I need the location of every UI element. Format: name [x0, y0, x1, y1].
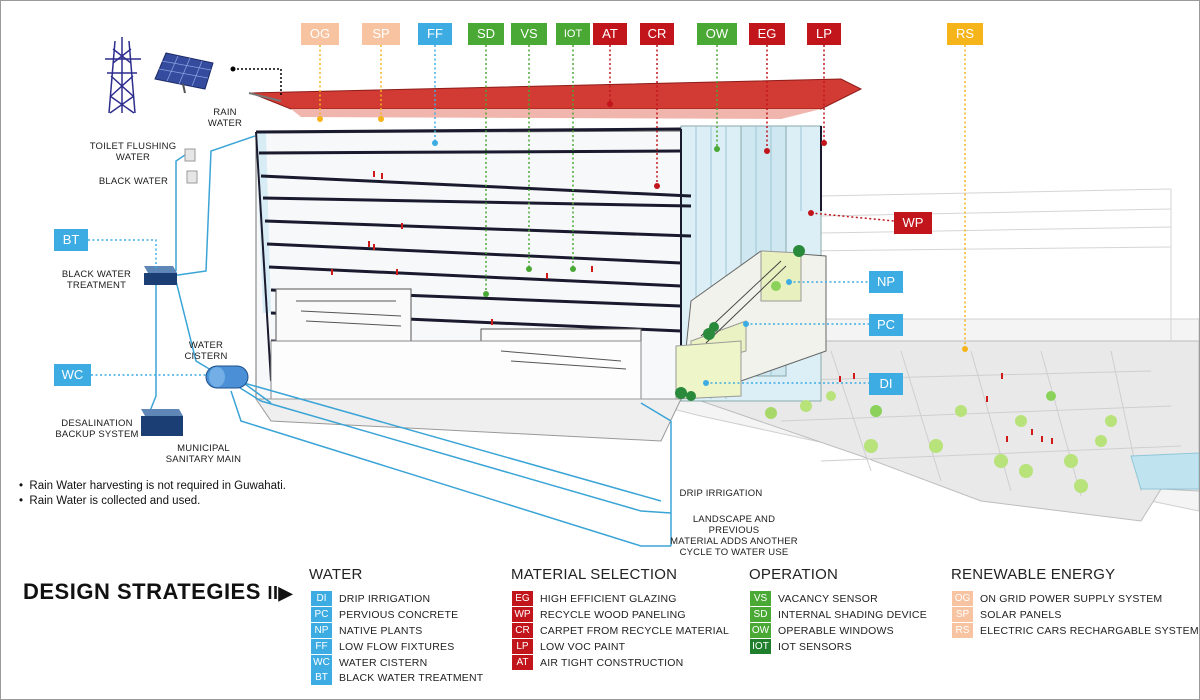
solar-panel-icon: [154, 52, 214, 94]
green-roof-3: [675, 340, 742, 400]
toilet-tank-2: [186, 170, 198, 184]
office-furniture: [296, 300, 627, 370]
page-title: DESIGN STRATEGIES II▶: [23, 579, 293, 604]
legend-heading-material: MATERIAL SELECTION: [511, 566, 678, 583]
tag-bt: BT: [54, 229, 88, 251]
inner-room-left: [275, 288, 412, 345]
tag-cr: CR: [640, 23, 674, 45]
label-drip-irrigation: DRIP IRRIGATION: [679, 488, 763, 499]
legend-heading-operation: OPERATION: [749, 566, 839, 583]
label-rain-water: RAIN WATER: [207, 107, 243, 129]
tag-sp: SP: [362, 23, 400, 45]
tag-eg: EG: [749, 23, 785, 45]
note-1: • Rain Water harvesting is not required …: [19, 480, 286, 492]
black-water-treatment-box: [144, 266, 177, 285]
building-base: [255, 398, 682, 442]
tag-vs: VS: [511, 23, 547, 45]
grid-lines: [800, 188, 1172, 341]
green-roof-1: [760, 250, 802, 302]
tag-pc: PC: [869, 314, 903, 336]
tag-og: OG: [301, 23, 339, 45]
pond: [1130, 452, 1199, 490]
lower-volume: [270, 340, 642, 402]
tag-iot: IOT: [556, 23, 590, 45]
tag-np: NP: [869, 271, 903, 293]
tag-rs: RS: [947, 23, 983, 45]
water-cistern-tank: [205, 365, 249, 389]
tag-sd: SD: [468, 23, 504, 45]
tag-wc: WC: [54, 364, 91, 386]
power-tower-icon: [105, 37, 141, 114]
label-water-cistern: WATER CISTERN: [184, 340, 228, 362]
solar-connector: [233, 68, 282, 96]
desalination-box: [141, 409, 183, 436]
trees: [675, 245, 1117, 493]
roof-underside: [291, 109, 821, 119]
toilet-tank-1: [184, 148, 196, 162]
leader-dots: [317, 101, 968, 386]
roof-canopy: [250, 78, 863, 110]
tag-at: AT: [593, 23, 627, 45]
label-black-water-treatment: BLACK WATER TREATMENT: [61, 269, 132, 291]
legend-heading-water: WATER: [309, 566, 363, 583]
label-landscape: LANDSCAPE AND PREVIOUS MATERIAL ADDS ANO…: [670, 514, 798, 558]
tag-di: DI: [869, 373, 903, 395]
legend-heading-energy: RENEWABLE ENERGY: [951, 566, 1116, 583]
label-black-water: BLACK WATER: [98, 176, 169, 187]
tag-ow: OW: [697, 23, 737, 45]
tag-leaders: [88, 45, 966, 384]
people: [331, 171, 1053, 444]
tag-wp: WP: [894, 212, 932, 234]
label-municipal: MUNICIPAL SANITARY MAIN: [165, 443, 242, 465]
title-arrow-icon: II▶: [267, 583, 293, 603]
tag-ff: FF: [418, 23, 452, 45]
tag-lp: LP: [807, 23, 841, 45]
label-toilet-flushing: TOILET FLUSHING WATER: [89, 141, 177, 163]
label-desalination: DESALINATION BACKUP SYSTEM: [55, 418, 139, 440]
note-2: • Rain Water is collected and used.: [19, 495, 201, 507]
